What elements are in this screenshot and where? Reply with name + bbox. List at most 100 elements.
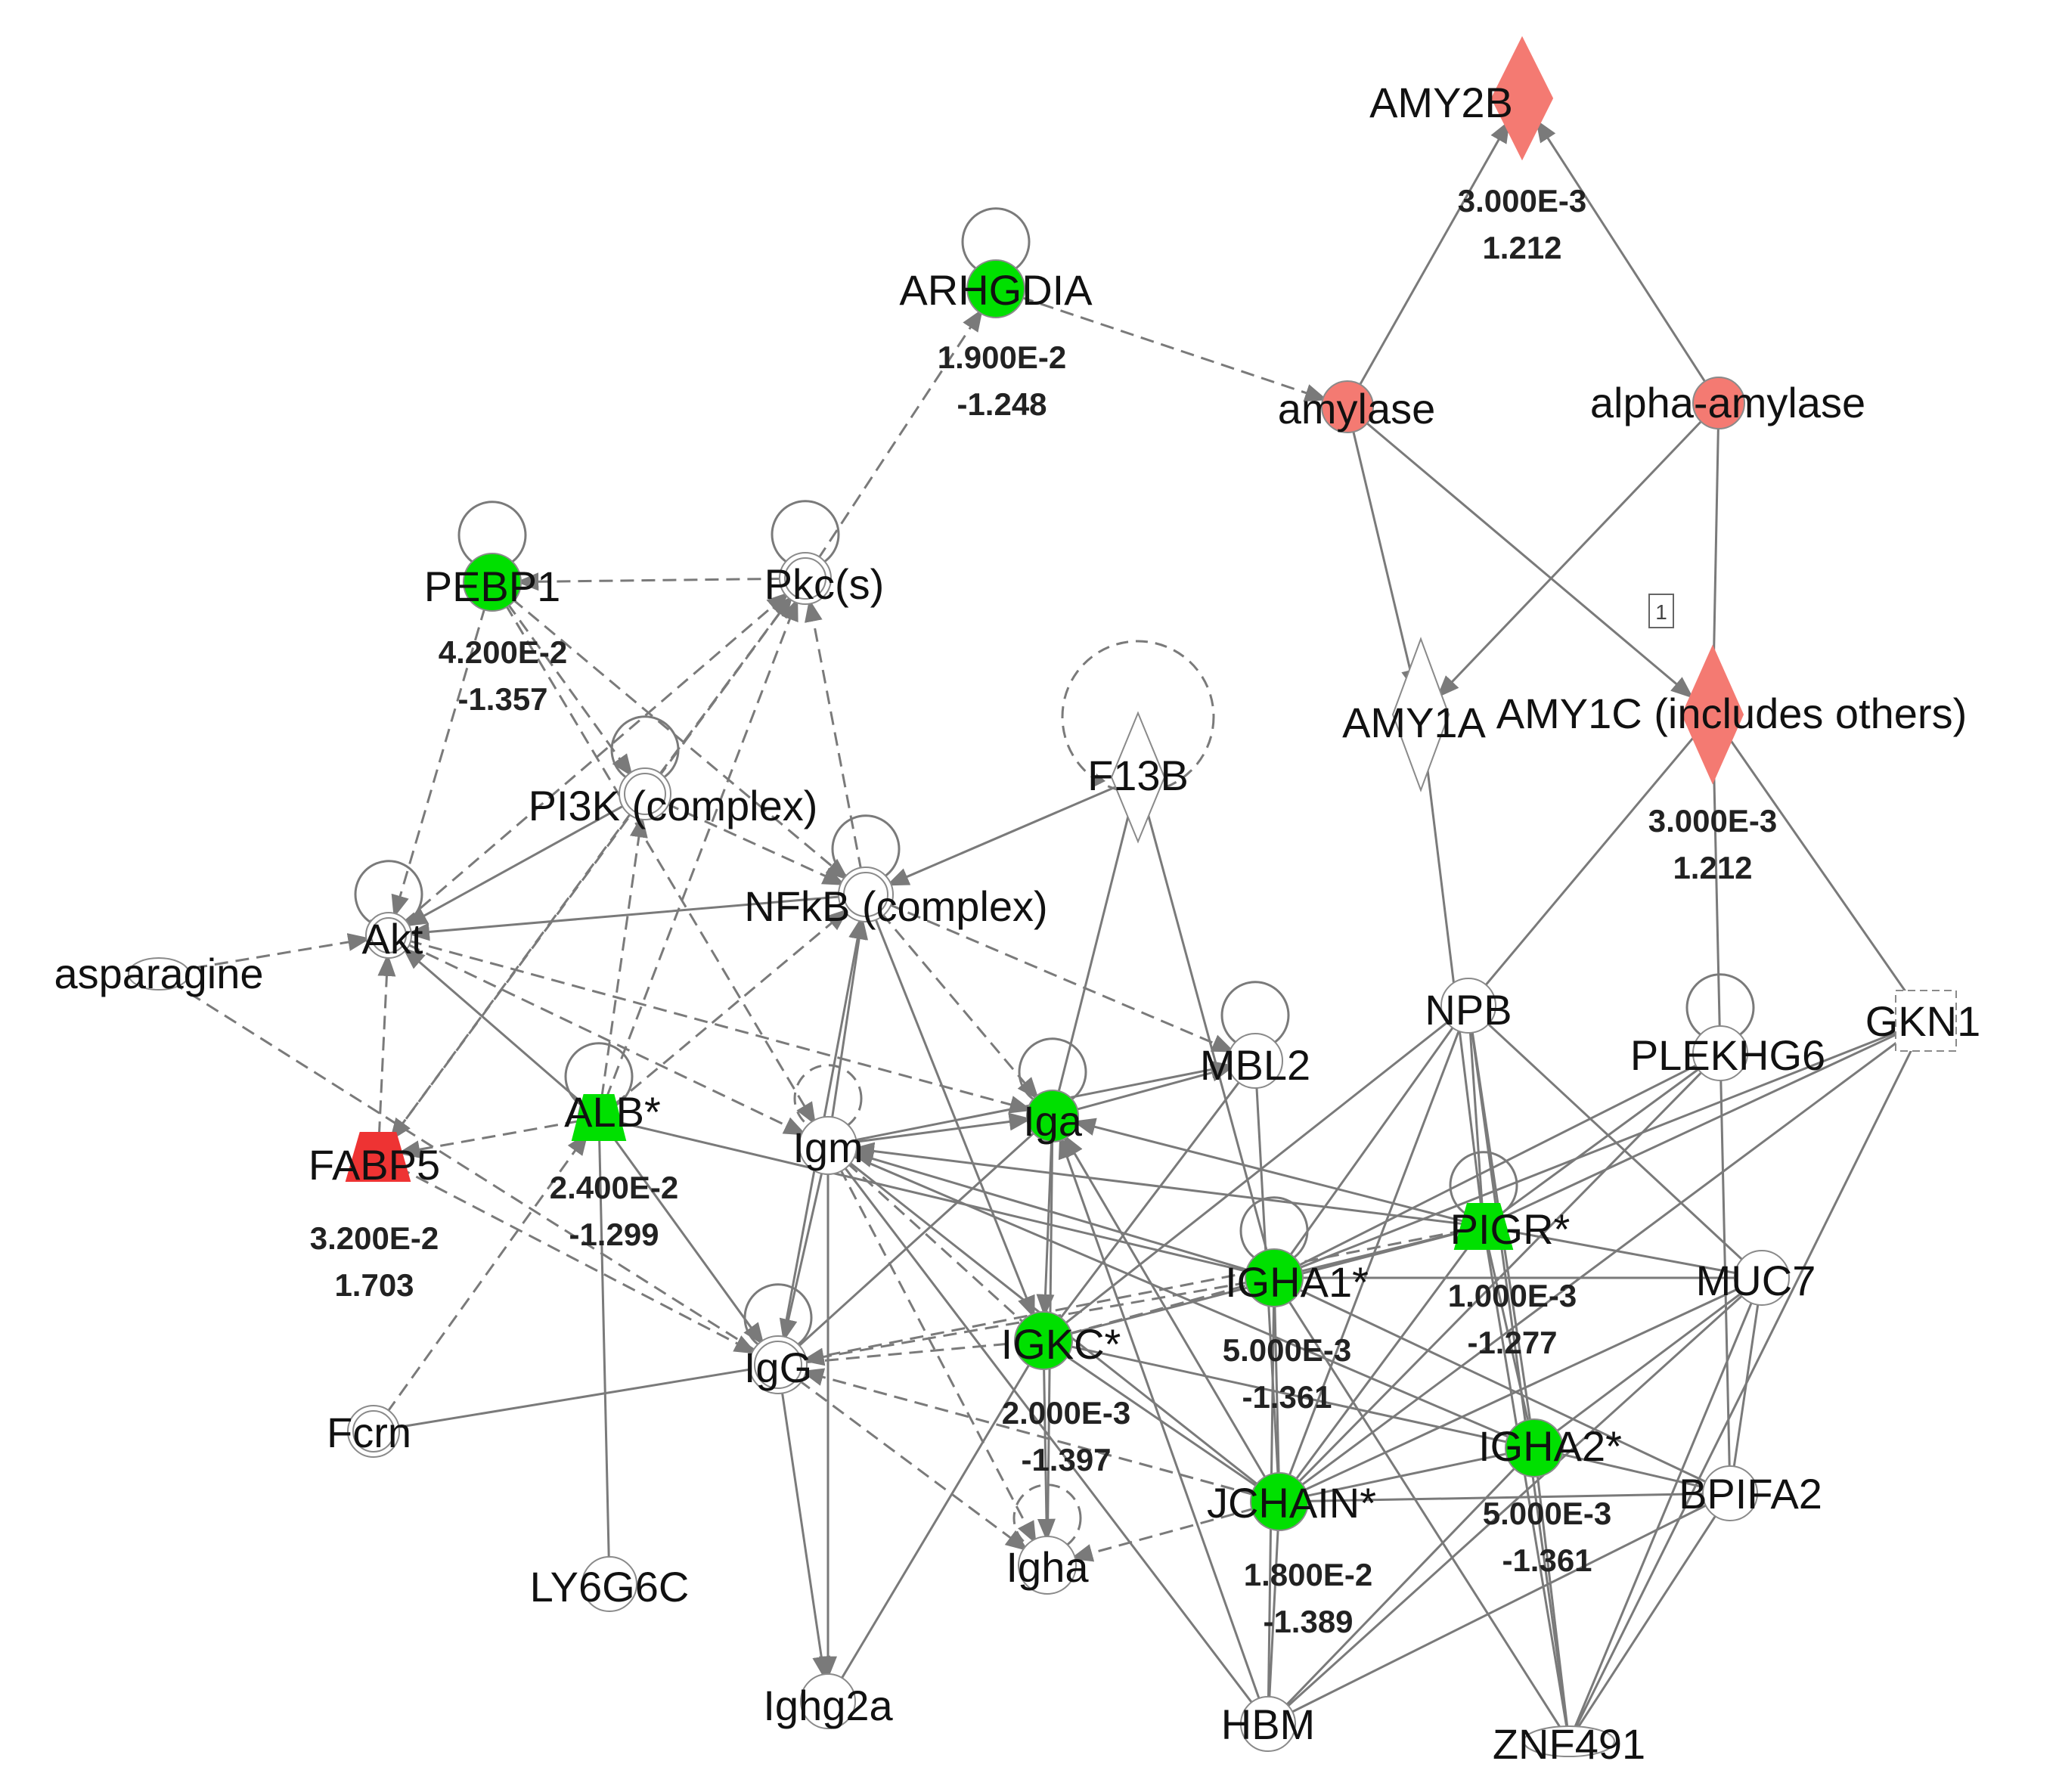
igkc-fold-change: -1.397 xyxy=(1021,1442,1111,1477)
edge-pigr-jchain xyxy=(1294,1242,1473,1482)
node-iga[interactable]: Iga xyxy=(1023,1090,1083,1145)
igha-self-loop xyxy=(1012,1484,1082,1553)
node-npb[interactable]: NPB xyxy=(1425,978,1512,1034)
igha2-fold-change: -1.361 xyxy=(1502,1542,1592,1578)
edge-npb-jchain xyxy=(1287,1028,1461,1478)
edge-igha1-pigr xyxy=(1298,1229,1465,1273)
node-pi3k[interactable]: PI3K (complex) xyxy=(529,767,818,829)
edge-amy1c-npb xyxy=(1483,734,1697,988)
node-igg[interactable]: IgG xyxy=(744,1335,812,1394)
igkc-shape xyxy=(1014,1311,1073,1370)
ly6g6c-shape xyxy=(581,1556,637,1612)
jchain-label: JCHAIN* xyxy=(1207,1479,1376,1527)
node-plekhg6[interactable]: PLEKHG6 xyxy=(1630,1025,1825,1081)
edge-f13b-nfkb xyxy=(886,786,1117,886)
node-igkc[interactable]: IGKC*2.000E-3-1.397 xyxy=(1001,1311,1131,1477)
edge-igha2-igkc xyxy=(1068,1344,1509,1444)
edge-pkc-arhgdia xyxy=(817,308,983,560)
edge-igm-iga xyxy=(853,1112,1032,1144)
node-igm[interactable]: Igm xyxy=(792,1116,864,1175)
node-nfkb[interactable]: NFkB (complex) xyxy=(744,867,1048,930)
node-akt[interactable]: Akt xyxy=(362,912,423,963)
edge-amy1c-gkn1 xyxy=(1727,736,1912,1000)
f13b-label: F13B xyxy=(1087,752,1189,799)
edge-asparagine-igg xyxy=(170,980,757,1353)
hbm-label: HBM xyxy=(1221,1701,1315,1748)
edge-mbl2-igkc xyxy=(1058,1079,1242,1321)
igha2-label: IGHA2* xyxy=(1478,1422,1622,1470)
edge-igm-igkc xyxy=(846,1161,1025,1325)
amy1a-shape xyxy=(1391,637,1450,792)
node-igha1[interactable]: IGHA1*5.000E-3-1.361 xyxy=(1223,1248,1369,1415)
igg-inner-ring xyxy=(754,1341,802,1389)
relationship-badge[interactable]: 1 xyxy=(1648,594,1674,628)
node-gkn1[interactable]: GKN1 xyxy=(1865,990,1981,1052)
badge-number: 1 xyxy=(1655,600,1667,624)
igha2-p-value: 5.000E-3 xyxy=(1483,1496,1611,1531)
node-fcrn[interactable]: Fcrn xyxy=(327,1405,411,1458)
fabp5-fold-change: 1.703 xyxy=(334,1267,414,1303)
node-ighg2a[interactable]: Ighg2a xyxy=(763,1673,893,1729)
bpifa2-label: BPIFA2 xyxy=(1679,1470,1822,1518)
igha1-shape xyxy=(1245,1248,1304,1307)
edge-pigr-znf491 xyxy=(1485,1246,1568,1728)
node-amy1c[interactable]: AMY1C (includes others)3.000E-31.212 xyxy=(1496,644,1967,885)
pigr-label: PIGR* xyxy=(1450,1205,1571,1253)
node-igha[interactable]: Igha xyxy=(1006,1536,1090,1595)
node-mbl2[interactable]: MBL2 xyxy=(1200,1033,1310,1089)
node-hbm[interactable]: HBM xyxy=(1221,1696,1315,1752)
edge-alb-akt xyxy=(402,947,585,1105)
amy2b-label: AMY2B xyxy=(1369,79,1513,126)
node-asparagine[interactable]: asparagine xyxy=(54,950,263,997)
node-jchain[interactable]: JCHAIN*1.800E-2-1.389 xyxy=(1207,1472,1376,1639)
edge-iga-mbl2 xyxy=(1074,1064,1234,1111)
node-amylase[interactable]: amylase xyxy=(1278,380,1436,433)
edge-bpifa2-znf491 xyxy=(1575,1513,1718,1731)
edge-pebp1-nfkb xyxy=(511,597,849,881)
node-muc7[interactable]: MUC7 xyxy=(1696,1250,1816,1306)
edge-nfkb-akt xyxy=(406,895,842,941)
edge-muc7-hbm xyxy=(1285,1293,1744,1709)
node-znf491[interactable]: ZNF491 xyxy=(1493,1720,1645,1768)
node-alpha_amylase[interactable]: alpha-amylase xyxy=(1590,377,1865,429)
edge-npb-pigr xyxy=(1468,1030,1484,1207)
node-pigr[interactable]: PIGR*1.000E-3-1.277 xyxy=(1448,1203,1577,1360)
edge-igkc-ighg2a xyxy=(839,1362,1031,1681)
edge-nfkb-iga xyxy=(880,912,1040,1100)
edge-amylase-amy1a xyxy=(1351,429,1419,693)
node-pkc[interactable]: Pkc(s) xyxy=(764,552,885,608)
muc7-label: MUC7 xyxy=(1696,1257,1816,1304)
edge-jchain-muc7 xyxy=(1302,1287,1741,1492)
edge-gkn1-jchain xyxy=(1299,1036,1906,1487)
edge-pi3k-fabp5 xyxy=(389,811,633,1142)
mbl2-shape xyxy=(1227,1033,1283,1089)
asparagine-shape xyxy=(128,957,190,991)
asparagine-label: asparagine xyxy=(54,950,263,997)
edge-igha1-jchain xyxy=(1273,1304,1280,1476)
f13b-shape xyxy=(1110,711,1166,844)
igkc-p-value: 2.000E-3 xyxy=(1002,1395,1130,1431)
fabp5-label: FABP5 xyxy=(309,1141,440,1189)
gkn1-label: GKN1 xyxy=(1865,997,1981,1045)
node-bpifa2[interactable]: BPIFA2 xyxy=(1679,1465,1822,1521)
edge-fabp5-igg xyxy=(396,1165,758,1354)
alb-label: ALB* xyxy=(564,1088,661,1136)
igha-label: Igha xyxy=(1006,1543,1090,1591)
node-alb[interactable]: ALB*2.400E-2-1.299 xyxy=(550,1088,678,1252)
plekhg6-label: PLEKHG6 xyxy=(1630,1031,1825,1079)
znf491-label: ZNF491 xyxy=(1493,1720,1645,1768)
node-amy1a[interactable]: AMY1A xyxy=(1342,637,1487,792)
node-f13b[interactable]: F13B xyxy=(1087,711,1189,844)
edge-muc7-znf491 xyxy=(1573,1300,1754,1729)
node-igha2[interactable]: IGHA2* 5.000E-3 -1.361 xyxy=(1478,1418,1622,1578)
edge-fabp5-akt xyxy=(377,953,396,1136)
node-ly6g6c[interactable]: LY6G6C xyxy=(530,1556,690,1612)
edge-pebp1-akt xyxy=(391,606,486,918)
alpha_amylase-shape xyxy=(1692,377,1745,429)
edge-alb-pkc xyxy=(605,597,798,1099)
